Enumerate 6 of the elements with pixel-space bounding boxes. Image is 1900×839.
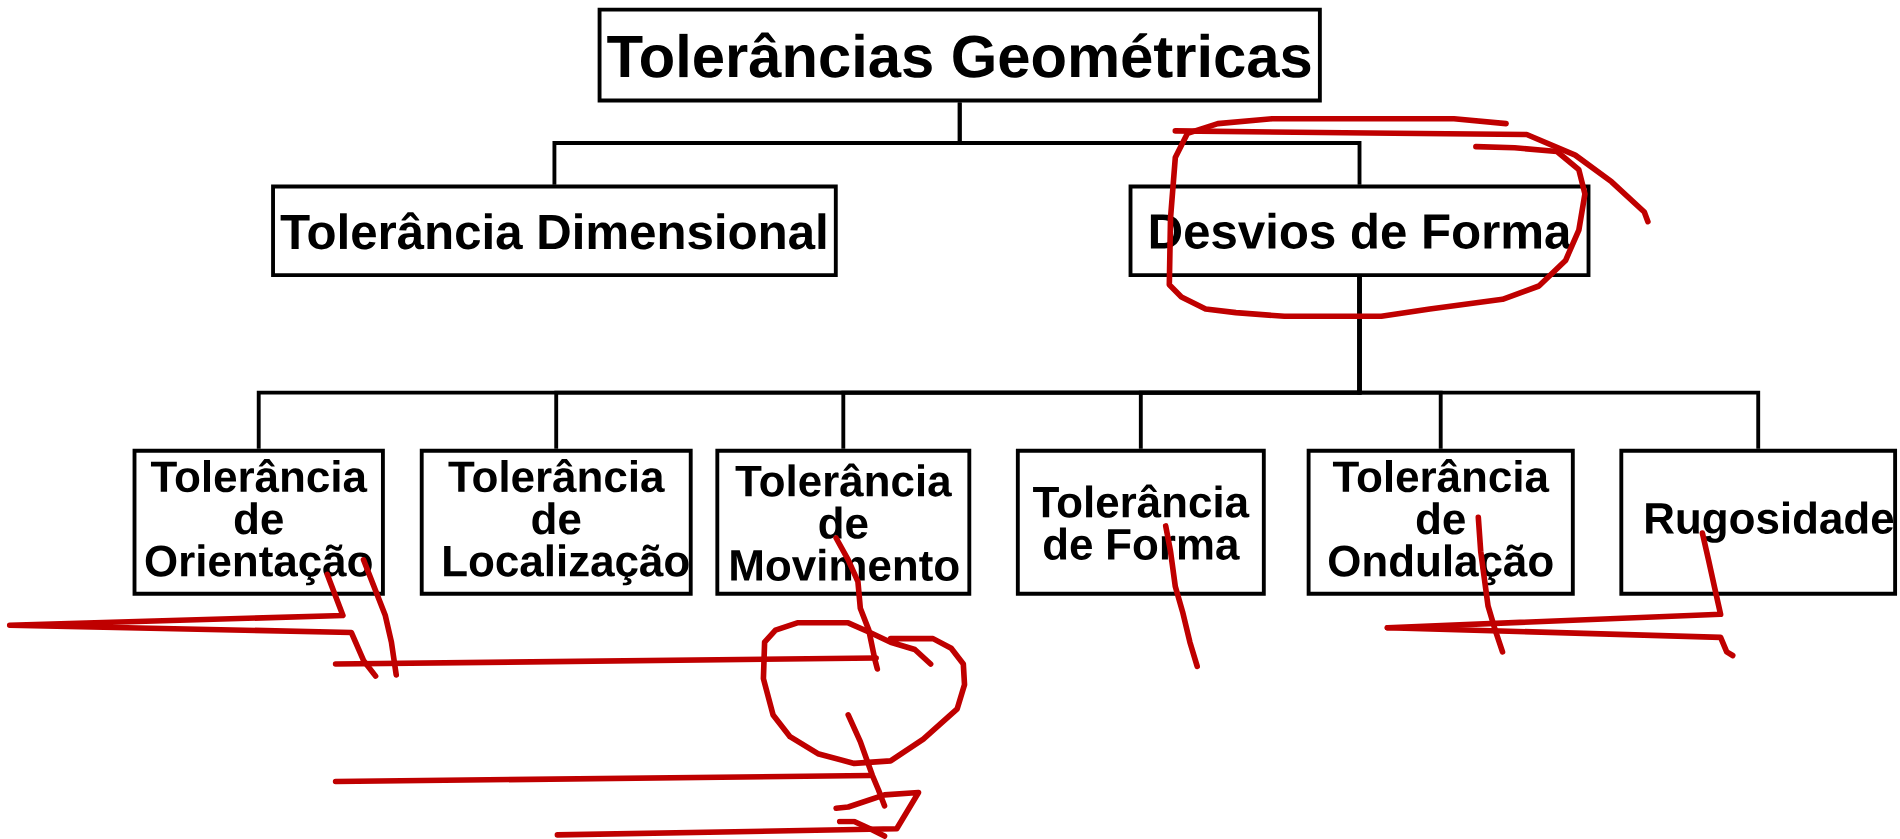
- title-box: Tolerâncias Geométricas: [597, 7, 1322, 103]
- connector-line: [1357, 277, 1761, 449]
- category-box: Rugosidade: [1619, 448, 1898, 596]
- connector-line: [957, 102, 1362, 185]
- category-box: Tolerância Dimensional: [271, 184, 838, 277]
- category-box: Tolerância de Localização: [419, 448, 693, 596]
